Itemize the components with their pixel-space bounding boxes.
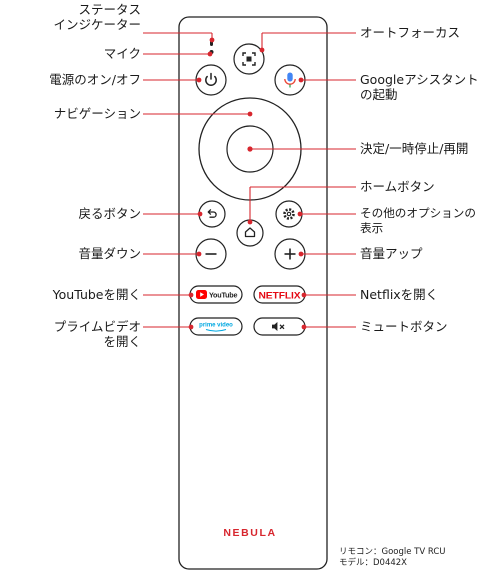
label-power: 電源のオン/オフ: [49, 72, 141, 87]
label-options-line2: 表示: [360, 221, 384, 235]
label-assistant-line1: Googleアシスタント: [360, 72, 479, 87]
label-navigation: ナビゲーション: [53, 106, 141, 121]
model-footnote: リモコン：Google TV RCU モデル：D0442X: [339, 547, 446, 568]
gear-icon: [283, 208, 295, 220]
netflix-logo-text: NETFLIX: [259, 291, 302, 302]
prime-smile-icon: [205, 329, 227, 332]
label-options-line1: その他のオプションの: [360, 206, 476, 220]
label-back: 戻るボタン: [78, 206, 141, 221]
autofocus-icon: [242, 52, 256, 66]
volume-up-button[interactable]: [274, 238, 306, 270]
label-netflix: Netflixを開く: [360, 287, 439, 302]
label-volume-up: 音量アップ: [360, 246, 423, 261]
label-youtube: YouTubeを開く: [52, 287, 141, 302]
label-prime-video-line1: プライムビデオ: [53, 319, 141, 334]
footnote-line1: リモコン：Google TV RCU: [339, 547, 446, 557]
back-arrow-icon: [207, 209, 217, 218]
home-button[interactable]: [236, 219, 264, 247]
home-icon: [244, 227, 256, 238]
autofocus-button[interactable]: [233, 43, 265, 75]
nebula-brand-logo: NEBULA: [223, 527, 276, 539]
callout-leaders: [143, 32, 356, 330]
label-options: その他のオプションの 表示: [360, 206, 476, 236]
youtube-logo-text: YouTube: [209, 291, 237, 300]
mute-icon: [272, 322, 285, 331]
footnote-line2: モデル：D0442X: [339, 557, 408, 568]
label-status-indicator-line2: インジケーター: [53, 17, 141, 32]
label-mute: ミュートボタン: [360, 319, 448, 334]
label-status-indicator: ステータス インジケーター: [53, 2, 141, 32]
netflix-button[interactable]: NETFLIX: [253, 285, 306, 304]
plus-icon: [284, 248, 296, 260]
youtube-button[interactable]: YouTube: [189, 285, 243, 304]
label-prime-video-line2: を開く: [103, 334, 141, 349]
back-button[interactable]: [198, 200, 226, 228]
label-assistant: Googleアシスタント の起動: [360, 72, 479, 102]
prime-video-logo-text: prime video: [199, 323, 233, 329]
label-home: ホームボタン: [360, 179, 435, 194]
mic-icon: [284, 72, 296, 88]
label-status-indicator-line1: ステータス: [78, 2, 141, 17]
label-ok-pause: 決定/一時停止/再開: [360, 141, 469, 156]
label-assistant-line2: の起動: [360, 87, 398, 102]
label-autofocus: オートフォーカス: [360, 25, 461, 40]
label-prime-video: プライムビデオ を開く: [54, 319, 141, 349]
label-volume-down: 音量ダウン: [78, 246, 141, 261]
prime-video-button[interactable]: prime video: [189, 317, 243, 336]
label-mic: マイク: [103, 46, 141, 61]
mute-button[interactable]: [253, 317, 306, 336]
power-icon: [205, 72, 217, 86]
